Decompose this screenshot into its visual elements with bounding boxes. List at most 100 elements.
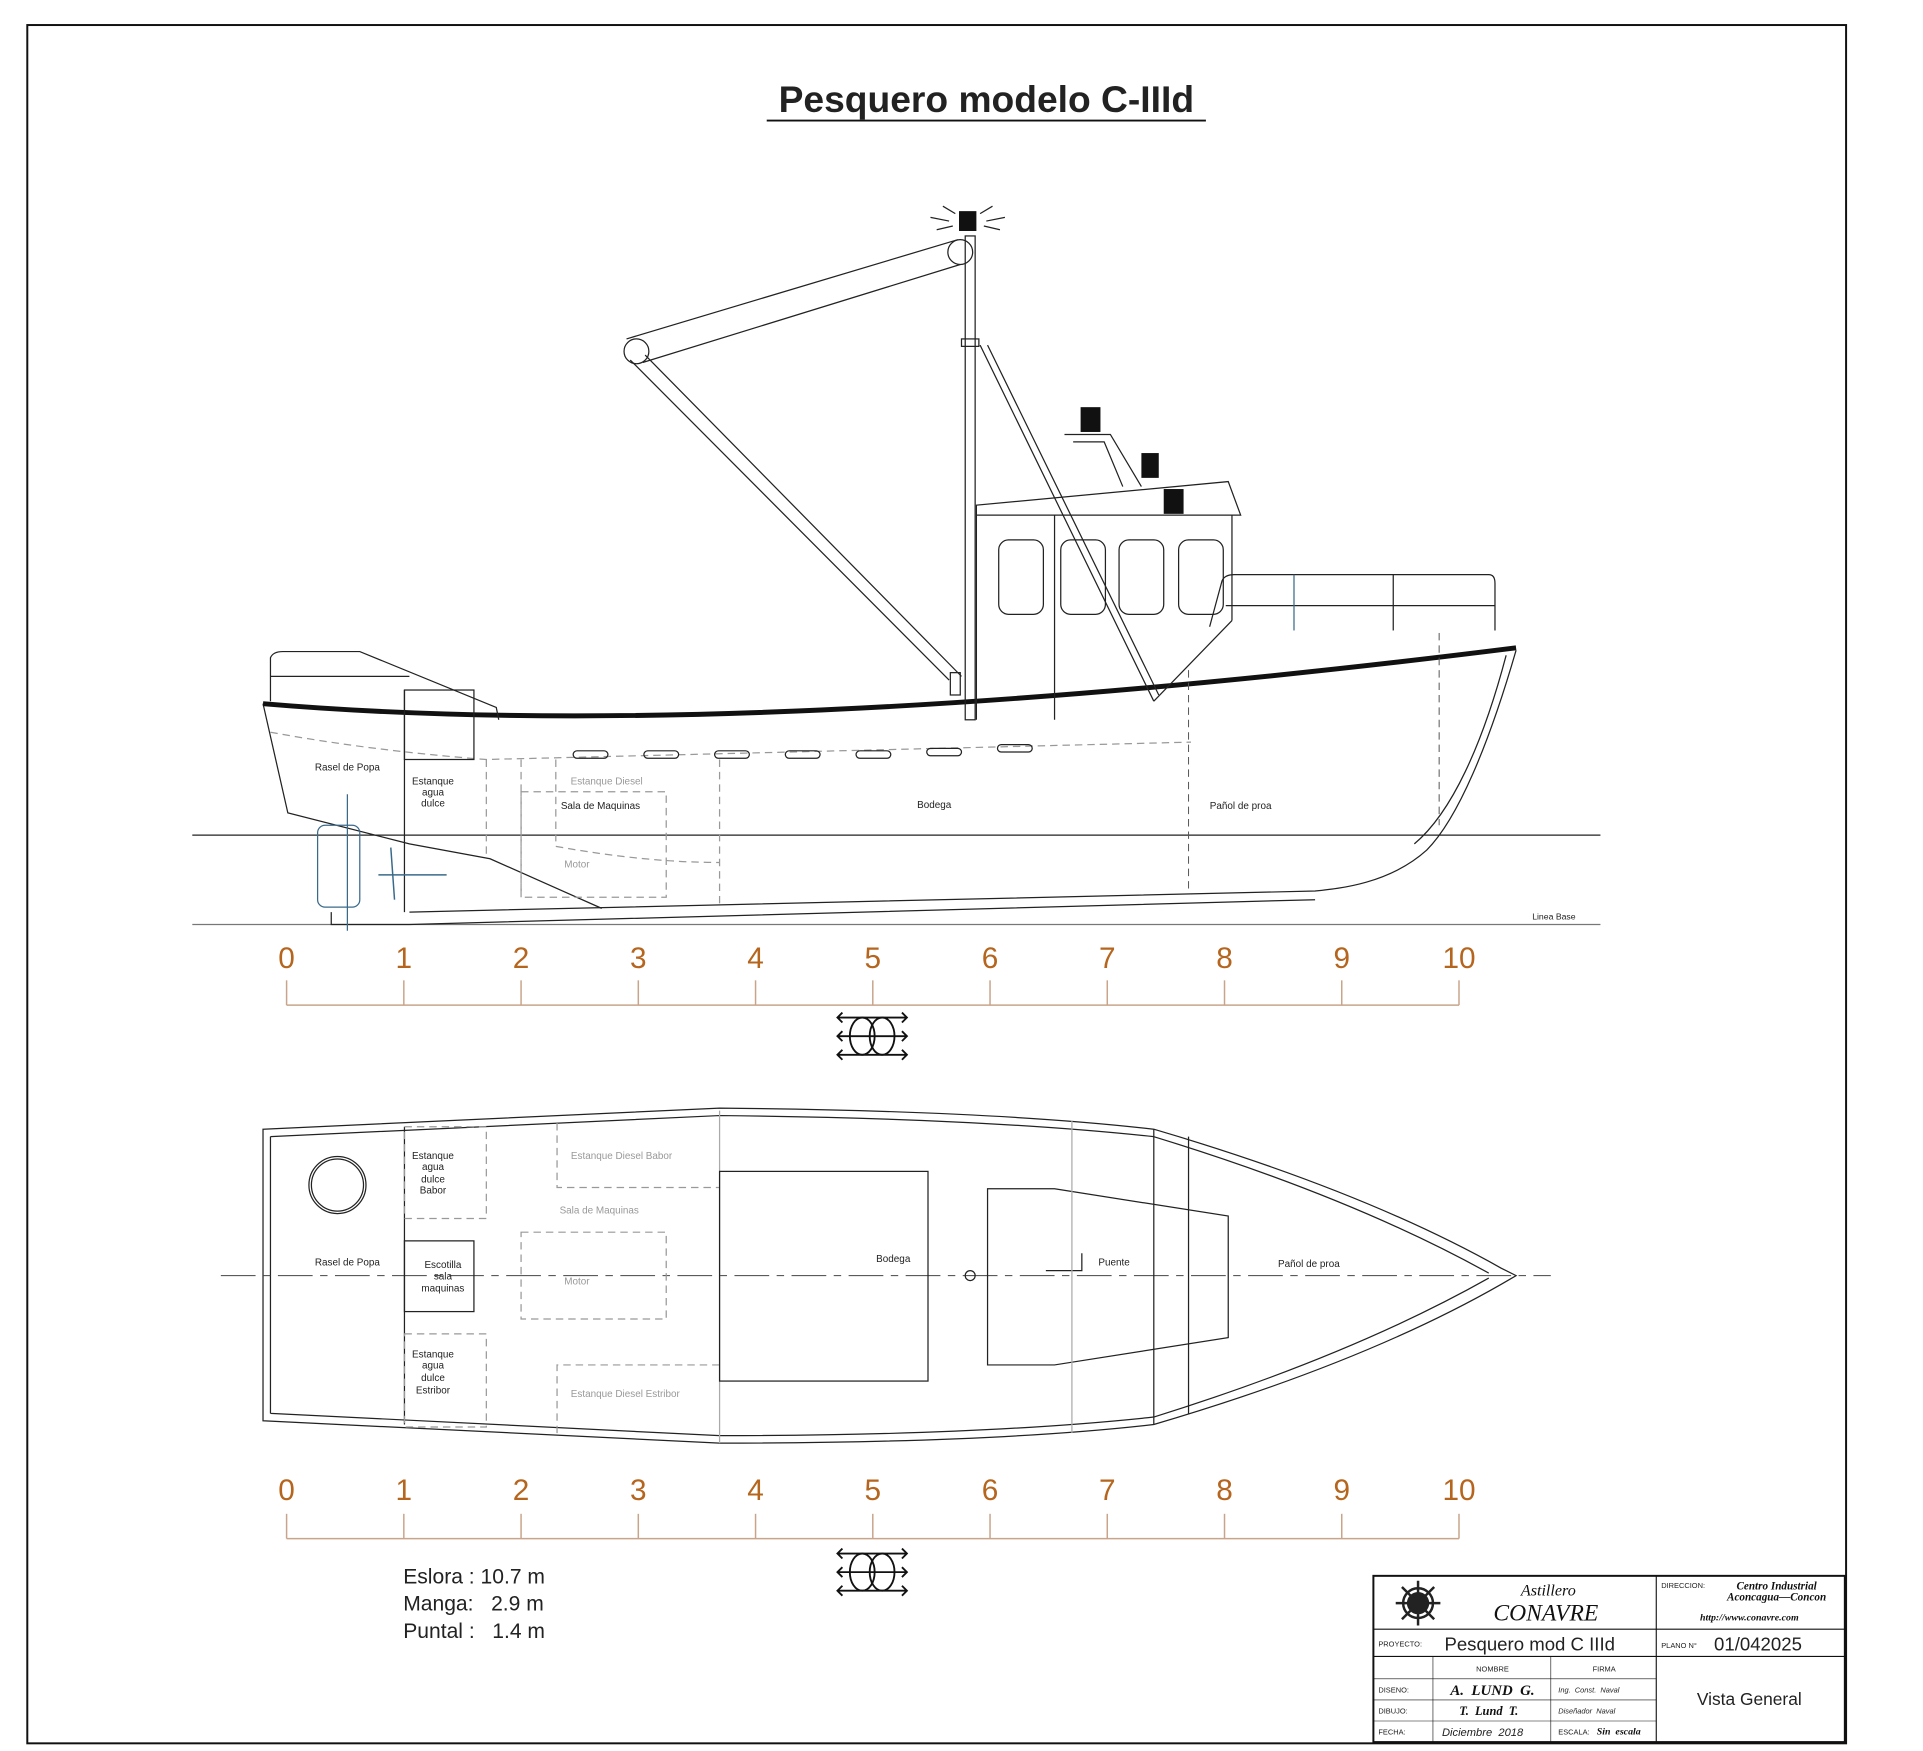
label-agua-babor: agua (422, 1162, 445, 1173)
plano-value: 01/042025 (1714, 1633, 1802, 1654)
scale-tick-label: 0 (278, 942, 295, 975)
propeller (378, 847, 447, 900)
sheer-line (262, 645, 1517, 719)
label-agua-estribor: Estanque (412, 1349, 454, 1360)
scale-tick-label: 8 (1216, 942, 1233, 975)
wheelhouse-windows (998, 539, 1224, 615)
engine-box (520, 791, 667, 898)
scale-tick-label: 4 (747, 1474, 764, 1507)
label-agua-estribor: dulce (421, 1373, 445, 1384)
label-estanque-agua: Estanque (412, 776, 454, 787)
scale-tick-label: 4 (747, 942, 764, 975)
scale-tick-label: 1 (396, 942, 413, 975)
stern-hull-line (262, 703, 602, 909)
label-agua-babor: dulce (421, 1175, 445, 1186)
escala-value: Sin escala (1597, 1727, 1641, 1738)
north-symbol-icon (836, 1547, 909, 1597)
ship-wheel-icon (1395, 1580, 1441, 1626)
plano-label: PLANO N° (1661, 1641, 1697, 1650)
antenna-box (1163, 489, 1184, 514)
scale-tick-label: 2 (513, 942, 530, 975)
label-agua-babor: Babor (420, 1186, 447, 1197)
label-motor: Motor (564, 859, 590, 870)
scale-tick-label: 0 (278, 1474, 295, 1507)
light-rays (930, 205, 1006, 231)
label-escotilla: Escotilla (424, 1260, 461, 1271)
scale-tick-label: 10 (1442, 942, 1475, 975)
label-panol-proa: Pañol de proa (1210, 801, 1272, 812)
round-hatch-inner (310, 1158, 365, 1212)
mast-light (959, 211, 977, 231)
title-block: Astillero CONAVRE PROYECTO: Pesquero mod… (1372, 1574, 1846, 1744)
label-diesel-babor: Estanque Diesel Babor (571, 1151, 673, 1162)
diseno-label: DISENO: (1378, 1685, 1409, 1694)
label-estanque-agua: agua (422, 787, 445, 798)
bow-keel-line (409, 650, 1517, 913)
label-panol-proa: Pañol de proa (1278, 1259, 1340, 1270)
scale-tick-label: 6 (982, 942, 999, 975)
label-bodega: Bodega (917, 800, 952, 811)
label-motor: Motor (564, 1276, 590, 1287)
pulley (947, 239, 974, 266)
company-line2: CONAVRE (1493, 1601, 1598, 1627)
dibujo-nombre: T. Lund T. (1459, 1704, 1518, 1718)
scale-tick-label: 7 (1099, 1474, 1116, 1507)
scale-tick-label: 1 (396, 1474, 413, 1507)
round-hatch (308, 1155, 367, 1215)
firma-header: FIRMA (1593, 1664, 1616, 1673)
bow-railing (1209, 574, 1496, 631)
tank-babor-box (403, 1126, 487, 1220)
label-bodega: Bodega (876, 1254, 911, 1265)
deck-line (270, 731, 1192, 761)
diseno-nombre: A. LUND G. (1449, 1683, 1534, 1699)
stay (979, 344, 1160, 702)
profile-view: Linea Base (192, 205, 1601, 931)
motor-box (520, 1231, 667, 1320)
puente-detail (1045, 1253, 1083, 1272)
label-rasel-popa: Rasel de Popa (315, 763, 380, 774)
vista-general: Vista General (1697, 1689, 1802, 1709)
sheet-frame (26, 24, 1848, 1745)
label-rasel-popa: Rasel de Popa (315, 1258, 380, 1269)
exhaust-stack (1080, 407, 1101, 432)
proyecto-label: PROYECTO: (1378, 1640, 1422, 1649)
diesel-estribor-box (556, 1364, 720, 1434)
scale-tick-label: 9 (1333, 942, 1350, 975)
mast-position (964, 1270, 976, 1282)
mast-collar (960, 338, 980, 347)
diseno-firma: Ing. Const. Naval (1558, 1685, 1620, 1694)
label-sala-maquinas: Sala de Maquinas (560, 1206, 639, 1217)
label-agua-estribor: Estribor (416, 1385, 451, 1396)
deck-outline (262, 1107, 1518, 1444)
puntal-text: Puntal : 1.4 m (403, 1620, 545, 1643)
scale-tick-label: 8 (1216, 1474, 1233, 1507)
label-agua-babor: Estanque (412, 1151, 454, 1162)
nombre-header: NOMBRE (1476, 1664, 1509, 1673)
scale-tick-label: 9 (1333, 1474, 1350, 1507)
dibujo-label: DIBUJO: (1378, 1707, 1407, 1716)
eslora-text: Eslora : 10.7 m (403, 1565, 545, 1588)
plan-view: Rasel de Popa Estanque agua dulce Babor … (220, 1107, 1551, 1444)
scale-tick-label: 2 (513, 1474, 530, 1507)
diesel-babor-box (556, 1123, 720, 1189)
direccion-label: DIRECCION: (1661, 1581, 1705, 1590)
fecha-value: Diciembre 2018 (1442, 1727, 1524, 1739)
exhaust-pipe (1064, 433, 1142, 487)
hatch (403, 689, 475, 761)
drawing-title: Pesquero modelo C-IIId (779, 78, 1194, 120)
rudder (316, 824, 361, 908)
scale-tick-label: 5 (865, 1474, 882, 1507)
dibujo-firma: Diseñador Naval (1558, 1707, 1615, 1716)
portholes (572, 743, 1033, 759)
diesel-tank-box (555, 759, 720, 864)
linea-base-label: Linea Base (1532, 912, 1576, 922)
north-symbol-icon (836, 1011, 909, 1061)
keel-bar (330, 899, 1316, 926)
boom-foot (949, 672, 961, 696)
label-escotilla: sala (434, 1271, 453, 1282)
exhaust-stack (1141, 453, 1159, 478)
escotilla-hatch (403, 1240, 475, 1313)
